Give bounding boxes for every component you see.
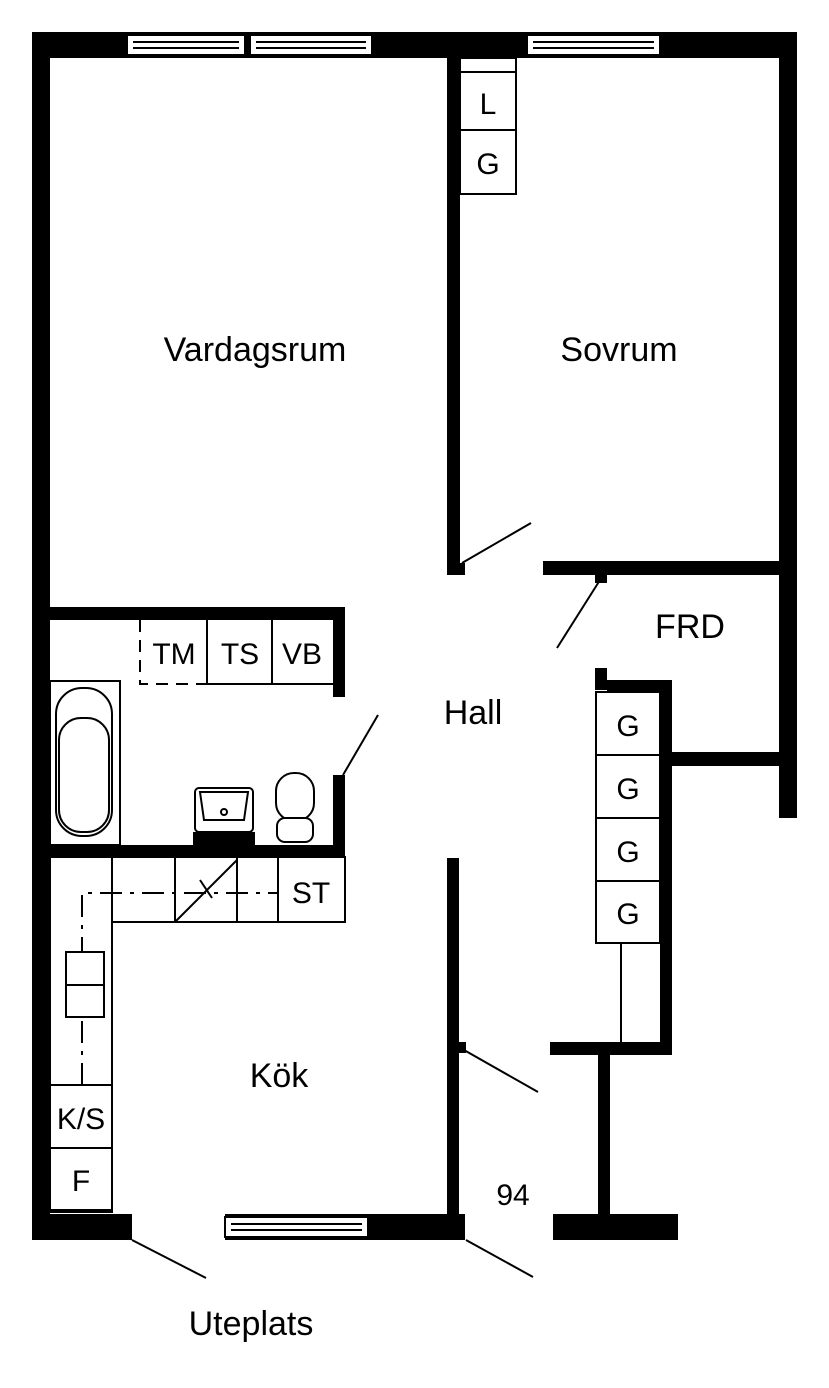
toilet-icon <box>275 772 315 843</box>
kitchen-fittings: ST K/S F <box>49 856 346 1213</box>
doors <box>131 522 601 1279</box>
bedroom-wardrobes: L G <box>459 57 517 195</box>
wardrobe-label: G <box>616 710 639 743</box>
door-kitchen <box>463 1049 539 1093</box>
hall-wardrobes: G G G G <box>595 691 661 1042</box>
wardrobe-label: G <box>616 836 639 869</box>
bathtub-icon <box>49 680 121 846</box>
door-bathroom <box>342 714 379 776</box>
area-label: 94 <box>496 1179 529 1212</box>
washer-label: TM <box>152 638 195 671</box>
door-bedroom <box>461 522 532 564</box>
window <box>224 1216 369 1238</box>
room-label-storage: FRD <box>655 608 725 646</box>
room-label-hall: Hall <box>444 694 503 732</box>
dryer-label: TS <box>221 638 259 671</box>
room-label-kitchen: Kök <box>250 1057 310 1095</box>
room-label-bedroom: Sovrum <box>560 331 677 369</box>
wardrobe-label: G <box>476 148 499 181</box>
room-label-living: Vardagsrum <box>164 331 347 369</box>
interior-walls <box>50 58 779 1240</box>
bathroom: TM TS VB <box>49 620 333 846</box>
wardrobe-label: G <box>616 898 639 931</box>
door-patio <box>131 1239 207 1279</box>
sink-icon <box>194 787 254 833</box>
windows <box>126 34 661 1238</box>
door-entrance <box>465 1239 534 1278</box>
kitchen-cabinet-label: ST <box>292 877 330 910</box>
window <box>526 34 661 56</box>
window <box>249 34 373 56</box>
room-label-patio: Uteplats <box>189 1305 314 1343</box>
door-storage <box>556 579 601 649</box>
wardrobe-label: G <box>616 773 639 806</box>
window <box>126 34 246 56</box>
freezer-label: F <box>72 1165 90 1198</box>
water-heater-label: VB <box>282 638 322 671</box>
fridge-freezer-label: K/S <box>57 1103 105 1136</box>
wardrobe-label: L <box>480 88 497 121</box>
